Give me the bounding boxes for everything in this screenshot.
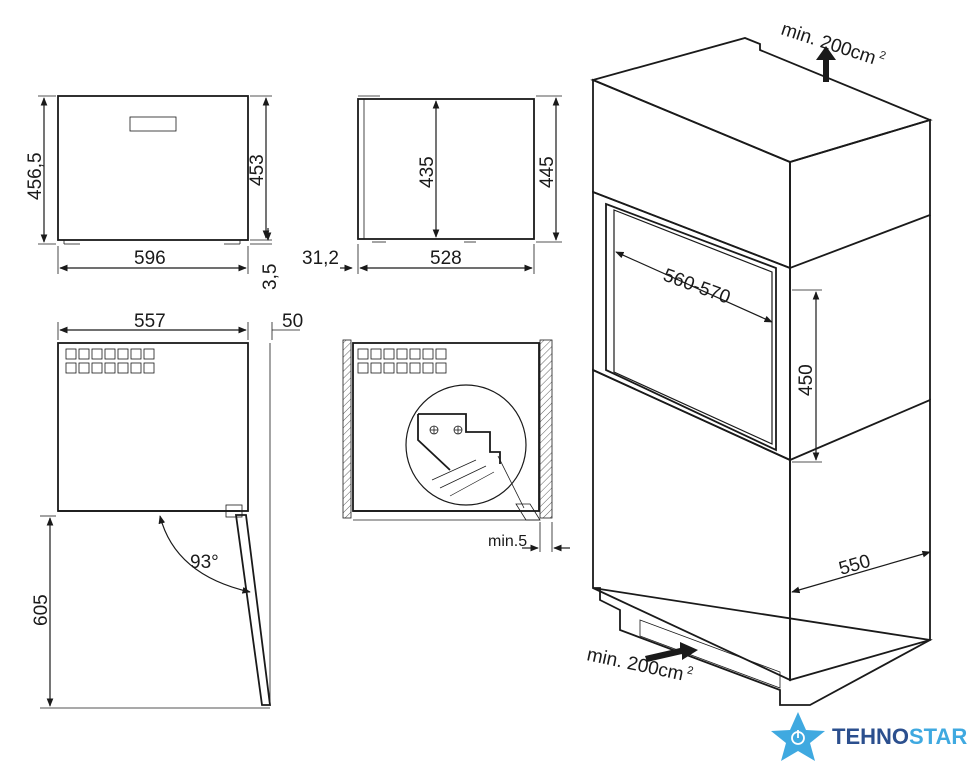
vent-slot (104, 362, 116, 374)
vent-slot (65, 348, 77, 360)
vent-slot (104, 348, 116, 360)
cabinet-3d-view (590, 37, 933, 706)
vent-slot (91, 348, 103, 360)
vent-slot (130, 348, 142, 360)
vent-slot (143, 348, 155, 360)
dim-min-gap: min.5 (488, 533, 527, 550)
vent-slot (130, 362, 142, 374)
side-view (340, 95, 562, 274)
tehnostar-logo: TEHNOSTAR (771, 712, 967, 761)
vent-slot (396, 348, 408, 360)
dim-door-angle: 93° (190, 552, 219, 573)
dim-top-width: 557 (134, 311, 166, 332)
front-view (38, 95, 272, 274)
vent-slot (357, 362, 369, 374)
vent-slot (357, 348, 369, 360)
dim-side-height-outer: 445 (537, 156, 558, 188)
logo-text-part1: TEHNO (832, 724, 909, 749)
vent-slot (409, 362, 421, 374)
top-view-niche (342, 339, 570, 552)
dim-front-width: 596 (134, 248, 166, 269)
vent-slot (422, 362, 434, 374)
vent-slot (383, 362, 395, 374)
logo-text-part2: STAR (909, 724, 967, 749)
vent-slot (117, 362, 129, 374)
vent-grid-niche (357, 348, 447, 374)
vent-slot (409, 348, 421, 360)
vent-slot (65, 362, 77, 374)
vent-slot (143, 362, 155, 374)
vent-slot (435, 362, 447, 374)
dim-top-door: 50 (282, 311, 303, 332)
vent-slot (396, 362, 408, 374)
svg-text:TEHNOSTAR: TEHNOSTAR (832, 724, 967, 749)
vent-slot (78, 362, 90, 374)
dim-foot-height: 3,5 (260, 264, 281, 290)
dim-front-height-inner: 453 (247, 154, 268, 186)
vent-slot (117, 348, 129, 360)
vent-slot (422, 348, 434, 360)
vent-slot (78, 348, 90, 360)
vent-slot (91, 362, 103, 374)
dim-door-open-depth: 605 (31, 594, 52, 626)
vent-slot (370, 362, 382, 374)
dim-side-offset: 31,2 (302, 248, 339, 269)
top-view-door (40, 322, 300, 709)
dim-niche-height: 450 (796, 364, 817, 396)
dim-niche-width: 560-570 (660, 265, 733, 309)
dim-niche-depth: 550 (837, 551, 873, 580)
vent-slot (435, 348, 447, 360)
vent-slot (370, 348, 382, 360)
vent-slot (383, 348, 395, 360)
dim-side-depth: 528 (430, 248, 462, 269)
vent-grid (65, 348, 155, 374)
dim-side-height-inner: 435 (417, 156, 438, 188)
dim-front-height-outer: 456,5 (25, 152, 46, 200)
